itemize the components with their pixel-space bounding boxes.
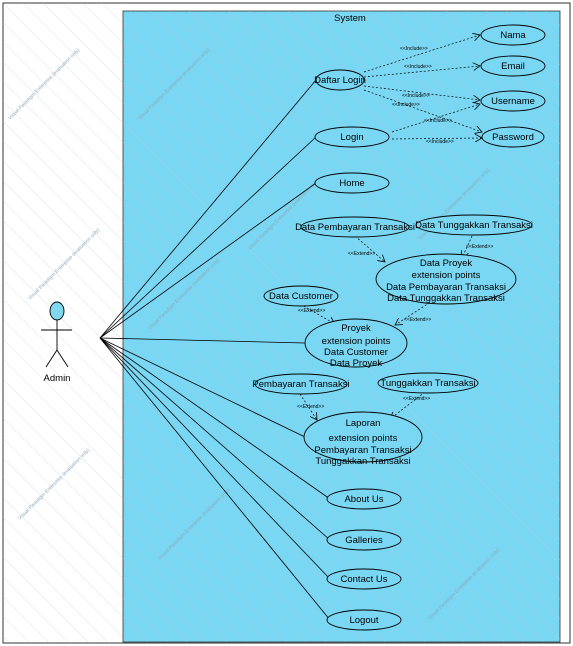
usecase-laporan-ext-header: extension points [329, 433, 398, 444]
actor-label: Admin [44, 373, 71, 384]
usecase-laporan-ext2: Tunggakkan Transaksi [315, 456, 410, 467]
usecase-email[interactable] [480, 55, 546, 77]
actor-associations [99, 79, 331, 621]
usecase-data-proyek-ext-header: extension points [412, 270, 481, 281]
usecase-galleries[interactable] [326, 529, 402, 551]
usecase-about-us[interactable] [326, 488, 402, 510]
usecase-proyek-ext1: Data Customer [324, 347, 388, 358]
usecase-nama-label: Nama [500, 30, 526, 41]
usecase-data-proyek-ext2: Data Tunggakkan Transaksi [387, 293, 505, 304]
usecase-data-proyek-ext1: Data Pembayaran Transaksi [386, 282, 506, 293]
usecase-data-proyek-title: Data Proyek [420, 258, 473, 269]
usecase-tunggakkan-transaksi-label: Tunggakkan Transaksi [380, 378, 475, 389]
include-label: <<Include>> [392, 102, 420, 108]
usecase-laporan-title: Laporan [346, 418, 381, 429]
include-label: <<Include>> [426, 139, 454, 145]
usecase-proyek-ext2: Data Proyek [330, 358, 383, 369]
actor-head [49, 301, 65, 321]
usecase-proyek-ext-header: extension points [322, 336, 391, 347]
usecase-data-tunggakkan-transaksi[interactable] [415, 214, 533, 236]
usecase-data-tunggakkan-transaksi-label: Data Tunggakkan Transaksi [415, 220, 533, 231]
usecase-tunggakkan-transaksi[interactable] [377, 372, 479, 394]
usecase-home-label: Home [339, 178, 364, 189]
usecase-nama[interactable] [480, 24, 546, 46]
usecase-pembayaran-transaksi[interactable] [254, 373, 348, 395]
actor-leg-left [45, 349, 58, 368]
usecase-pembayaran-transaksi-label: Pembayaran Transaksi [252, 379, 349, 390]
usecase-login-label: Login [340, 132, 363, 143]
extend-label: <<Extend>> [404, 317, 431, 323]
extend-label: <<Extend>> [403, 396, 430, 402]
usecase-contact-us-label: Contact Us [341, 574, 388, 585]
include-label: <<Include>> [424, 118, 452, 124]
usecase-data-customer-label: Data Customer [269, 291, 333, 302]
usecase-password-label: Password [492, 132, 534, 143]
extend-label: <<Extend>> [298, 308, 325, 314]
left-watermark-area [3, 3, 123, 643]
usecase-daftar-login-label: Daftar Login [314, 75, 366, 86]
usecase-laporan[interactable] [303, 411, 423, 463]
usecase-proyek[interactable] [304, 318, 408, 368]
include-label: <<Include>> [400, 46, 428, 52]
usecase-email-label: Email [501, 61, 525, 72]
relation-labels: <<Include>> <<Include>> <<Include>> <<In… [297, 46, 493, 410]
system-label: System [334, 13, 366, 24]
extend-label: <<Extend>> [297, 404, 324, 410]
usecase-data-pembayaran-transaksi[interactable] [300, 216, 410, 238]
usecase-home[interactable] [314, 172, 390, 194]
usecase-password[interactable] [481, 126, 545, 148]
usecase-daftar-login[interactable] [315, 69, 365, 91]
usecase-galleries-label: Galleries [345, 535, 383, 546]
usecase-proyek-title: Proyek [341, 323, 371, 334]
usecase-login[interactable] [314, 126, 390, 148]
include-label: <<Include>> [402, 93, 430, 99]
usecase-laporan-ext1: Pembayaran Transaksi [314, 445, 411, 456]
usecase-logout[interactable] [326, 609, 402, 631]
usecase-contact-us[interactable] [326, 568, 402, 590]
actor-admin[interactable] [41, 301, 72, 368]
include-label: <<Include>> [404, 64, 432, 70]
usecase-logout-label: Logout [349, 615, 378, 626]
usecase-data-pembayaran-transaksi-label: Data Pembayaran Transaksi [295, 222, 415, 233]
extend-label: <<Extend>> [466, 244, 493, 250]
actor-leg-right [56, 349, 69, 368]
usecase-username-label: Username [491, 96, 535, 107]
usecase-username[interactable] [480, 90, 546, 112]
extend-label: <<Extend>> [348, 251, 375, 257]
usecase-about-us-label: About Us [344, 494, 383, 505]
usecase-data-proyek[interactable] [375, 253, 517, 305]
relation-lines [299, 35, 482, 420]
usecase-data-customer[interactable] [263, 285, 339, 307]
